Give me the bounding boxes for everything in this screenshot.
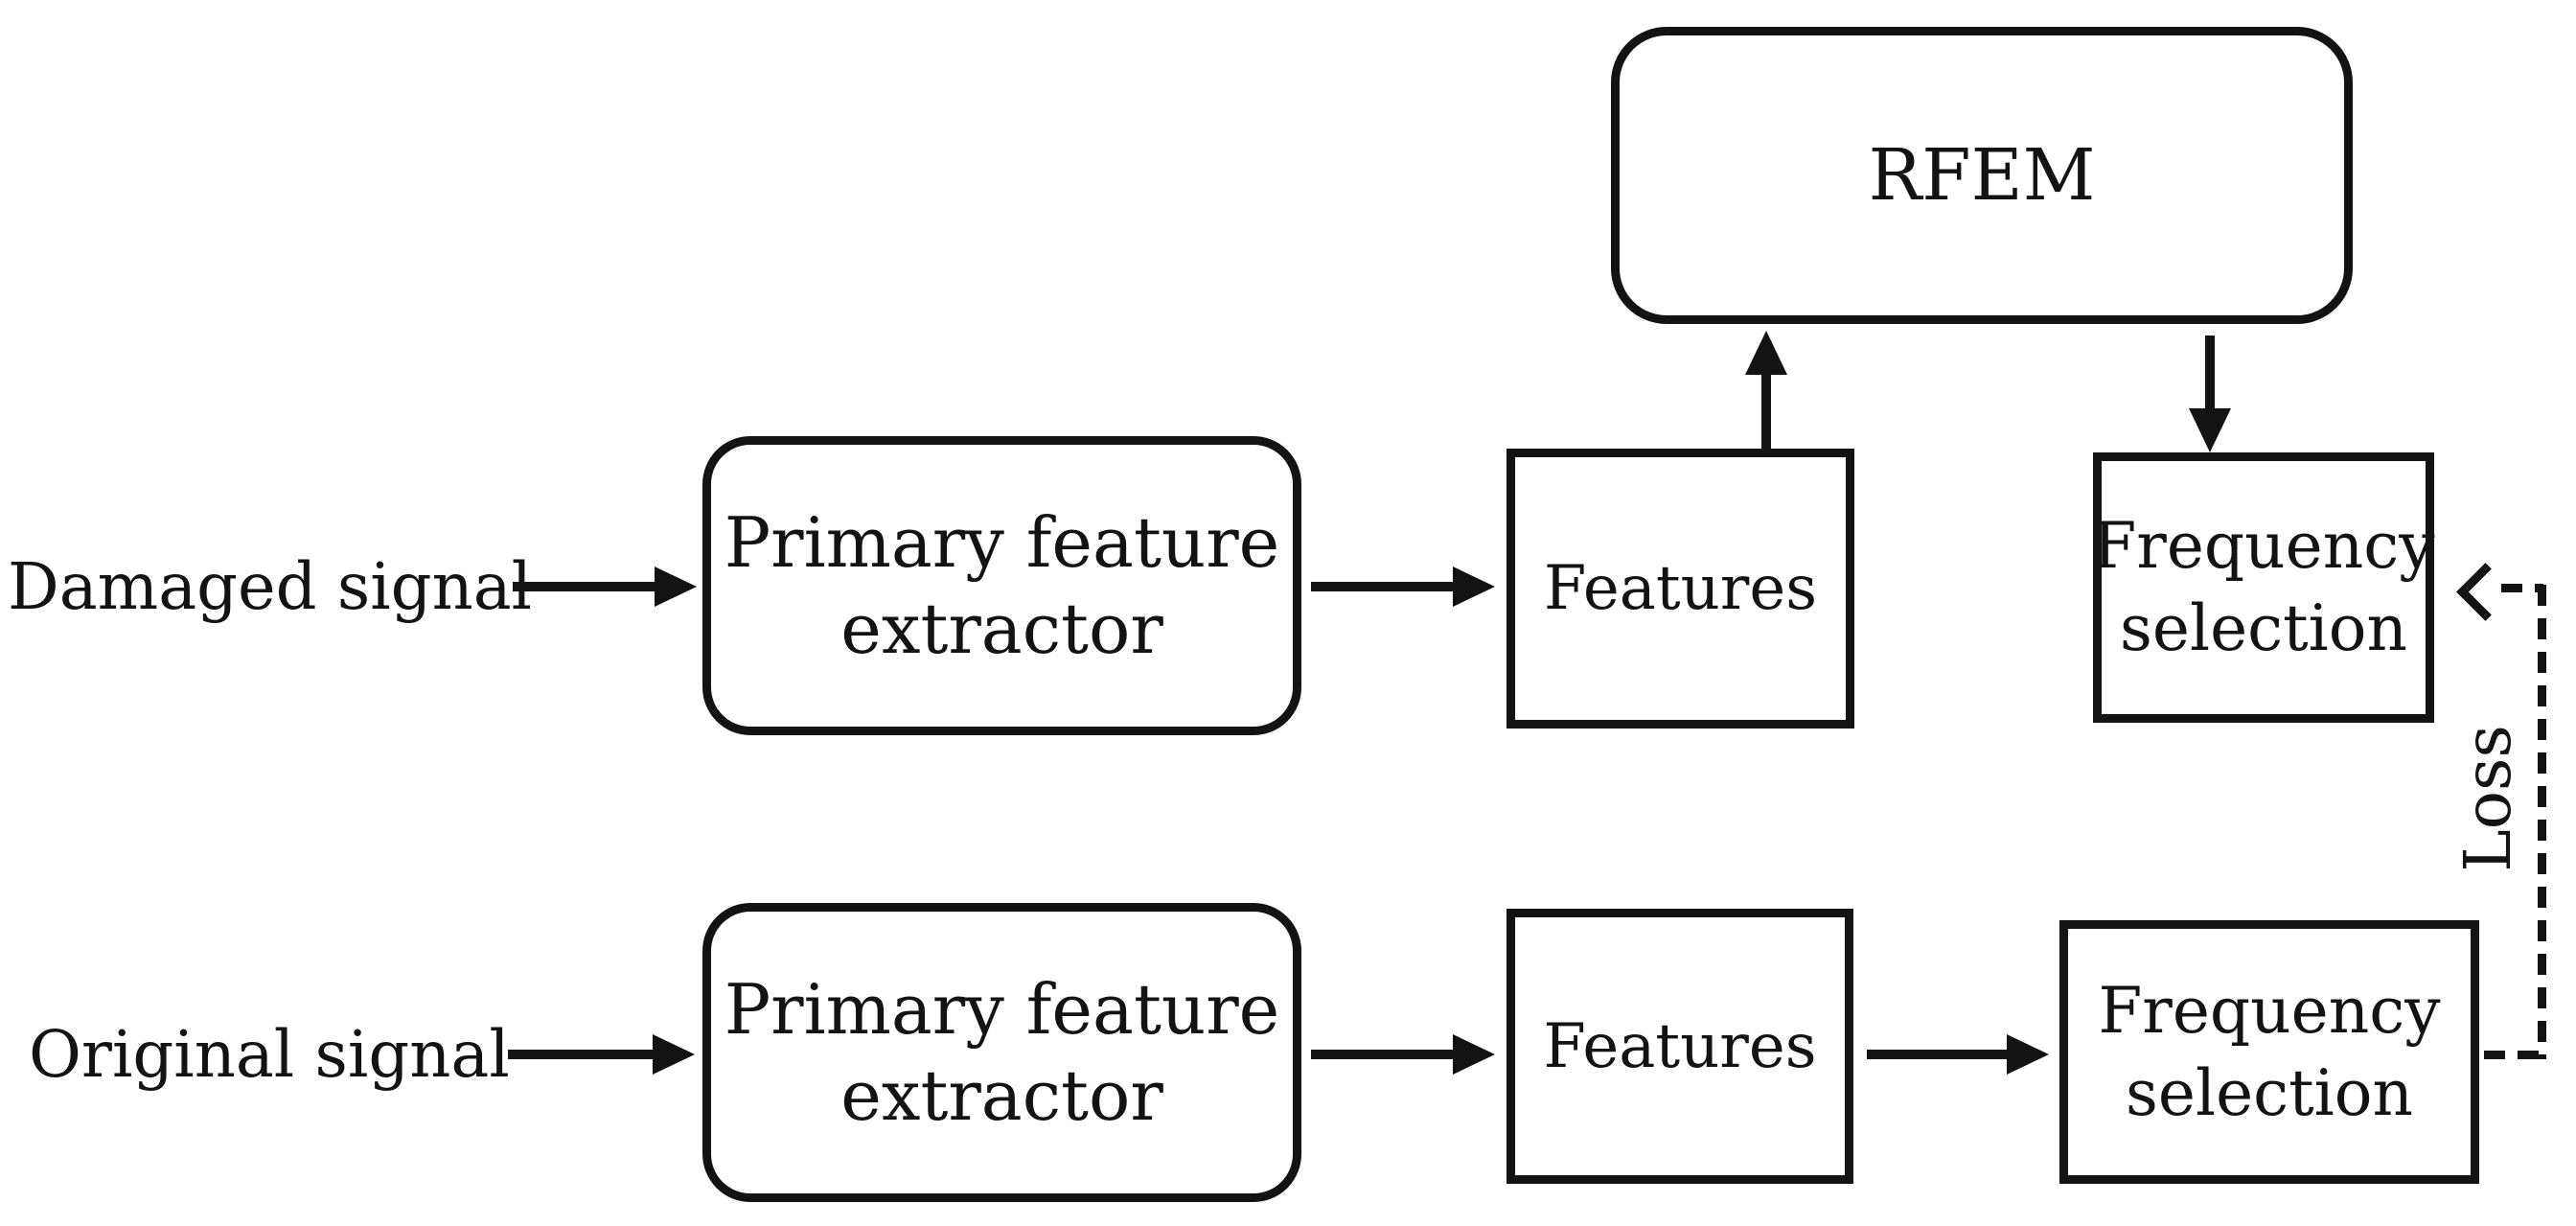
arrow-original-to-extractor-line: [508, 1050, 655, 1059]
label-original-signal: Original signal: [29, 1017, 510, 1092]
arrow-extractor-to-features-bottom-line: [1311, 1050, 1455, 1059]
node-primary-extractor-top-label: Primary feature extractor: [724, 502, 1280, 669]
node-frequency-selection-top: Frequency selection: [2092, 452, 2435, 723]
node-frequency-selection-top-label: Frequency selection: [2092, 509, 2435, 665]
node-features-bottom-label: Features: [1543, 1010, 1817, 1082]
node-rfem: RFEM: [1611, 27, 2353, 324]
loss-feedback-bottom-segment: [2484, 1051, 2545, 1059]
arrow-rfem-to-frequency-line: [2205, 335, 2215, 410]
arrow-features-to-rfem-arrowhead-icon: [1745, 331, 1787, 375]
arrow-extractor-to-features-top-arrowhead-icon: [1453, 567, 1495, 607]
node-primary-extractor-top: Primary feature extractor: [702, 436, 1301, 735]
label-loss: Loss: [2450, 725, 2525, 872]
arrow-features-to-frequency-bottom-line: [1867, 1050, 2009, 1059]
loss-feedback-vertical-segment: [2538, 585, 2546, 1059]
arrow-damaged-to-extractor-line: [513, 582, 656, 591]
arrow-extractor-to-features-top-line: [1311, 582, 1455, 591]
loss-feedback-arrowhead-icon: [2456, 563, 2515, 621]
arrow-features-to-rfem-line: [1761, 374, 1771, 451]
arrow-damaged-to-extractor-arrowhead-icon: [655, 567, 697, 607]
arrow-features-to-frequency-bottom-arrowhead-icon: [2007, 1034, 2049, 1075]
arrow-extractor-to-features-bottom-arrowhead-icon: [1453, 1034, 1495, 1075]
node-rfem-label: RFEM: [1868, 134, 2096, 217]
node-primary-extractor-bottom: Primary feature extractor: [702, 903, 1301, 1202]
loss-feedback-top-segment: [2501, 584, 2543, 592]
node-frequency-selection-bottom-label: Frequency selection: [2098, 973, 2441, 1130]
label-damaged-signal: Damaged signal: [8, 549, 533, 624]
node-features-top-label: Features: [1543, 553, 1818, 624]
node-frequency-selection-bottom: Frequency selection: [2059, 920, 2479, 1184]
node-features-top: Features: [1506, 449, 1854, 729]
node-primary-extractor-bottom-label: Primary feature extractor: [724, 969, 1280, 1136]
arrow-original-to-extractor-arrowhead-icon: [653, 1034, 695, 1075]
node-features-bottom: Features: [1506, 909, 1853, 1184]
arrow-rfem-to-frequency-arrowhead-icon: [2189, 408, 2231, 452]
